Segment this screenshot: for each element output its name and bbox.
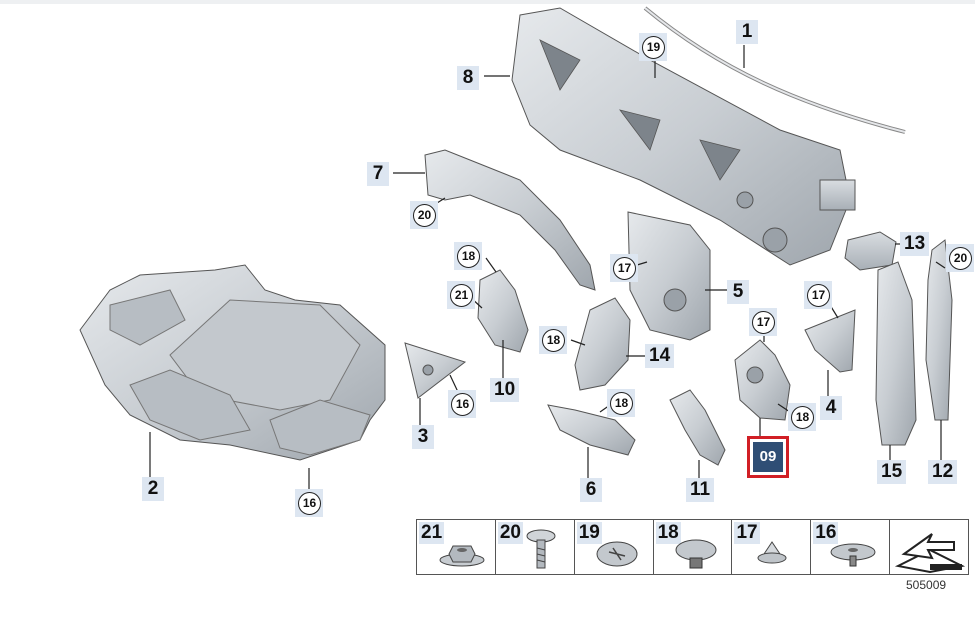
plastic-nut-icon bbox=[830, 543, 876, 567]
selected-part-text: 09 bbox=[753, 442, 783, 472]
part-label-2[interactable]: 2 bbox=[142, 477, 164, 501]
legend-number: 18 bbox=[655, 522, 681, 544]
hex-nut-icon bbox=[439, 545, 485, 567]
flat-clip-icon bbox=[596, 541, 638, 567]
part-8-bulkhead bbox=[511, 7, 851, 266]
part-label-10[interactable]: 10 bbox=[490, 378, 520, 402]
part-10-bracket bbox=[477, 269, 529, 353]
fastener-callout-16[interactable]: 16 bbox=[451, 393, 474, 416]
push-pin-icon bbox=[526, 529, 556, 569]
arrow-sheet-icon bbox=[895, 533, 966, 574]
legend-number: 16 bbox=[813, 522, 839, 544]
legend-cell-arrow[interactable] bbox=[890, 520, 968, 574]
part-label-8[interactable]: 8 bbox=[457, 66, 479, 90]
fastener-callout-20[interactable]: 20 bbox=[949, 247, 972, 270]
top-divider bbox=[0, 0, 975, 4]
fastener-callout-18[interactable]: 18 bbox=[791, 406, 814, 429]
part-label-1[interactable]: 1 bbox=[736, 20, 758, 44]
legend-cell-20[interactable]: 20 bbox=[496, 520, 575, 574]
part-label-15[interactable]: 15 bbox=[877, 460, 907, 484]
part-4-bracket bbox=[804, 309, 856, 373]
legend-number: 19 bbox=[576, 522, 602, 544]
part-label-4[interactable]: 4 bbox=[820, 396, 842, 420]
fastener-callout-17[interactable]: 17 bbox=[752, 311, 775, 334]
part-label-3[interactable]: 3 bbox=[412, 425, 434, 449]
part-label-7[interactable]: 7 bbox=[367, 162, 389, 186]
selected-part-label[interactable]: 09 bbox=[747, 436, 789, 478]
fastener-callout-17[interactable]: 17 bbox=[613, 257, 636, 280]
legend-cell-19[interactable]: 19 bbox=[575, 520, 654, 574]
fastener-callout-16[interactable]: 16 bbox=[298, 492, 321, 515]
fastener-callout-17[interactable]: 17 bbox=[807, 284, 830, 307]
fastener-callout-18[interactable]: 18 bbox=[610, 392, 633, 415]
part-7-bracket bbox=[424, 149, 596, 291]
expanding-rivet-icon bbox=[675, 539, 717, 569]
part-15-panel bbox=[875, 261, 917, 446]
part-label-11[interactable]: 11 bbox=[686, 478, 715, 502]
part-label-14[interactable]: 14 bbox=[645, 344, 675, 368]
part-13-block bbox=[844, 231, 897, 271]
part-3-plate bbox=[404, 342, 467, 399]
fastener-callout-20[interactable]: 20 bbox=[413, 204, 436, 227]
legend-cell-17[interactable]: 17 bbox=[732, 520, 812, 574]
legend-number: 20 bbox=[497, 522, 523, 544]
fastener-legend: 21 20 19 18 17 1 bbox=[416, 519, 969, 575]
legend-cell-21[interactable]: 21 bbox=[417, 520, 496, 574]
legend-cell-18[interactable]: 18 bbox=[654, 520, 733, 574]
fastener-callout-19[interactable]: 19 bbox=[642, 36, 665, 59]
legend-number: 17 bbox=[734, 522, 760, 544]
fastener-callout-18[interactable]: 18 bbox=[542, 329, 565, 352]
fastener-callout-21[interactable]: 21 bbox=[450, 284, 473, 307]
part-label-5[interactable]: 5 bbox=[727, 280, 749, 304]
part-label-6[interactable]: 6 bbox=[580, 478, 602, 502]
legend-number: 21 bbox=[419, 522, 445, 544]
part-5-plate bbox=[627, 211, 711, 341]
part-6-bracket bbox=[547, 404, 636, 456]
legend-cell-16[interactable]: 16 bbox=[811, 520, 891, 574]
fastener-callout-18[interactable]: 18 bbox=[457, 245, 480, 268]
part-label-12[interactable]: 12 bbox=[928, 460, 958, 484]
part-09-bracket bbox=[734, 339, 791, 421]
part-11-bracket bbox=[669, 389, 726, 466]
document-number: 505009 bbox=[906, 578, 947, 592]
spring-nut-icon bbox=[757, 541, 787, 564]
part-label-13[interactable]: 13 bbox=[900, 232, 930, 256]
part-14-bracket bbox=[574, 297, 631, 391]
